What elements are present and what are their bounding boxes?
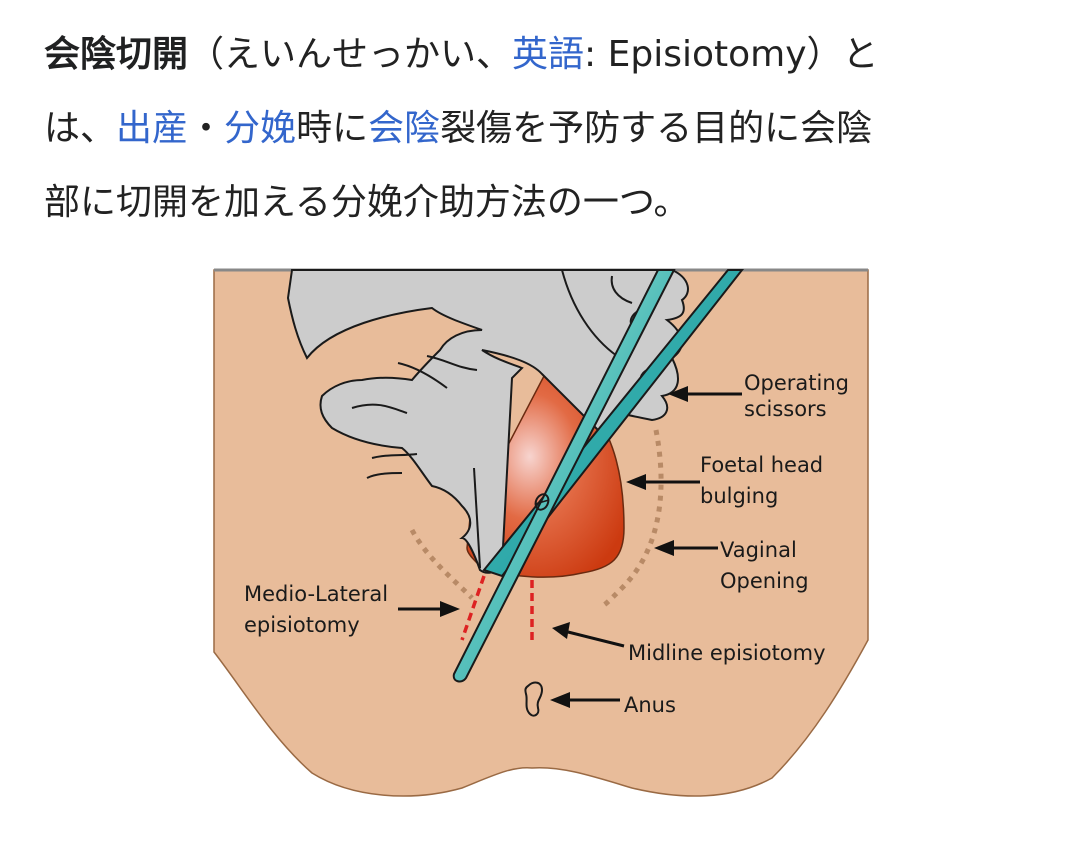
- label-operating-2: scissors: [744, 397, 827, 421]
- label-vaginal-2: Opening: [720, 569, 809, 593]
- text-wa: は、: [44, 108, 117, 149]
- reading-text: （えいんせっかい、: [188, 34, 513, 75]
- text-mid: 裂傷を予防する目的に会陰: [440, 108, 873, 149]
- label-anus: Anus: [624, 693, 676, 717]
- text-dot: ・: [188, 108, 225, 149]
- label-medio-2: episiotomy: [244, 613, 360, 637]
- label-foetal-2: bulging: [700, 484, 778, 508]
- scissors-blade-front: [452, 269, 676, 683]
- label-medio-1: Medio-Lateral: [244, 582, 388, 606]
- scissors-pivot: [534, 493, 550, 511]
- label-foetal-1: Foetal head: [700, 453, 823, 477]
- article-term: 会陰切開: [44, 34, 189, 75]
- text-line3: 部に切開を加える分娩介助方法の一つ。: [44, 182, 690, 223]
- label-operating-1: Operating: [744, 371, 849, 395]
- anus-mark: [524, 681, 544, 717]
- text-toki: 時に: [296, 108, 369, 149]
- episiotomy-figure[interactable]: Operating scissors Foetal head bulging V…: [212, 268, 870, 808]
- article-paragraph: 会陰切開（えいんせっかい、英語: Episiotomy）と は、出産・分娩時に会…: [44, 18, 1054, 240]
- arrow-midline: [567, 630, 625, 648]
- link-perineum[interactable]: 会陰: [368, 108, 441, 149]
- vaginal-opening-arc: [409, 528, 474, 600]
- label-vaginal-1: Vaginal: [720, 538, 797, 562]
- english-term: : Episiotomy）と: [584, 34, 879, 75]
- link-birth[interactable]: 出産: [116, 108, 189, 149]
- label-midline: Midline episiotomy: [628, 641, 826, 665]
- episiotomy-diagram: Operating scissors Foetal head bulging V…: [213, 268, 869, 797]
- link-delivery[interactable]: 分娩: [224, 108, 297, 149]
- link-english[interactable]: 英語: [512, 34, 585, 75]
